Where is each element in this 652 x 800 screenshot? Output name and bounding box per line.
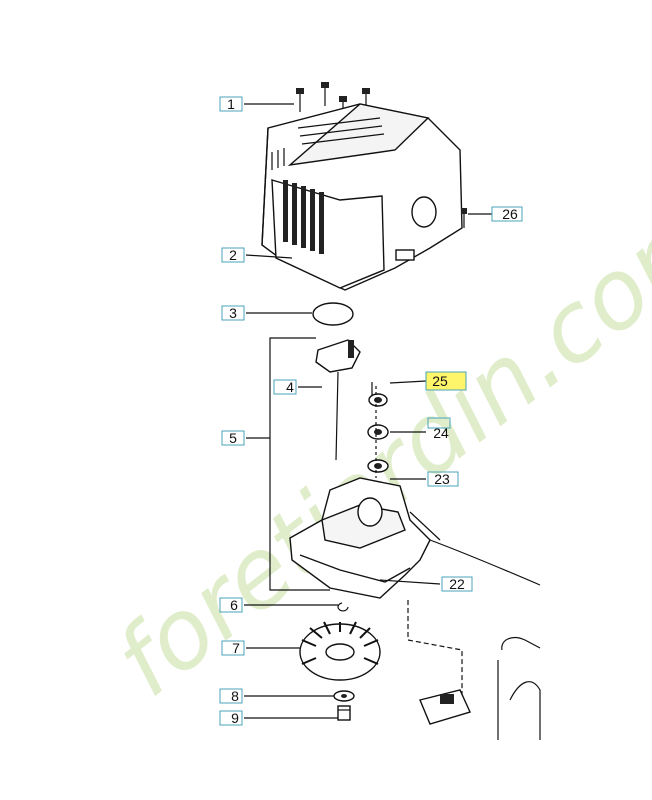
callout-3: 3 bbox=[221, 305, 245, 321]
svg-text:22: 22 bbox=[449, 576, 465, 592]
svg-text:9: 9 bbox=[231, 710, 239, 726]
nut-part-9 bbox=[337, 705, 351, 721]
flywheel-part-7 bbox=[299, 621, 381, 681]
svg-text:2: 2 bbox=[229, 247, 237, 263]
washer-part-8 bbox=[333, 690, 355, 702]
cylinder-cover-part-2 bbox=[261, 103, 463, 291]
callout-25-highlighted: 25 bbox=[425, 371, 467, 391]
screw-part-26 bbox=[461, 208, 467, 228]
callout-6: 6 bbox=[219, 597, 243, 613]
callout-24: 24 bbox=[427, 417, 451, 441]
bearing-part-24 bbox=[367, 424, 389, 440]
dashed-guide bbox=[407, 600, 463, 700]
callout-9: 9 bbox=[219, 710, 243, 726]
callout-1: 1 bbox=[219, 96, 243, 112]
svg-text:24: 24 bbox=[433, 425, 449, 441]
lower-assembly bbox=[419, 637, 541, 740]
svg-text:6: 6 bbox=[230, 597, 238, 613]
ring-part-3 bbox=[312, 302, 354, 326]
svg-text:3: 3 bbox=[229, 305, 237, 321]
callout-26: 26 bbox=[491, 206, 523, 222]
clip-part-6 bbox=[337, 602, 349, 612]
callout-22: 22 bbox=[441, 576, 473, 592]
bearing-part-23 bbox=[367, 459, 389, 473]
leader-lines bbox=[244, 103, 492, 719]
svg-text:1: 1 bbox=[227, 96, 235, 112]
callout-8: 8 bbox=[219, 688, 243, 704]
callout-23: 23 bbox=[427, 471, 459, 487]
fuel-line bbox=[429, 539, 541, 586]
callout-7: 7 bbox=[221, 640, 245, 656]
callout-2: 2 bbox=[221, 247, 245, 263]
svg-text:5: 5 bbox=[229, 430, 237, 446]
svg-text:4: 4 bbox=[286, 379, 294, 395]
svg-text:7: 7 bbox=[232, 640, 240, 656]
crankcase-part-22 bbox=[289, 477, 441, 599]
callout-5: 5 bbox=[221, 430, 245, 446]
callout-4: 4 bbox=[273, 379, 297, 395]
svg-text:25: 25 bbox=[432, 373, 448, 389]
callouts: 1 2 3 4 5 6 7 8 bbox=[219, 96, 523, 726]
svg-text:26: 26 bbox=[502, 206, 518, 222]
crankshaft-part-4 bbox=[315, 339, 361, 461]
svg-text:23: 23 bbox=[434, 471, 450, 487]
svg-text:8: 8 bbox=[231, 688, 239, 704]
